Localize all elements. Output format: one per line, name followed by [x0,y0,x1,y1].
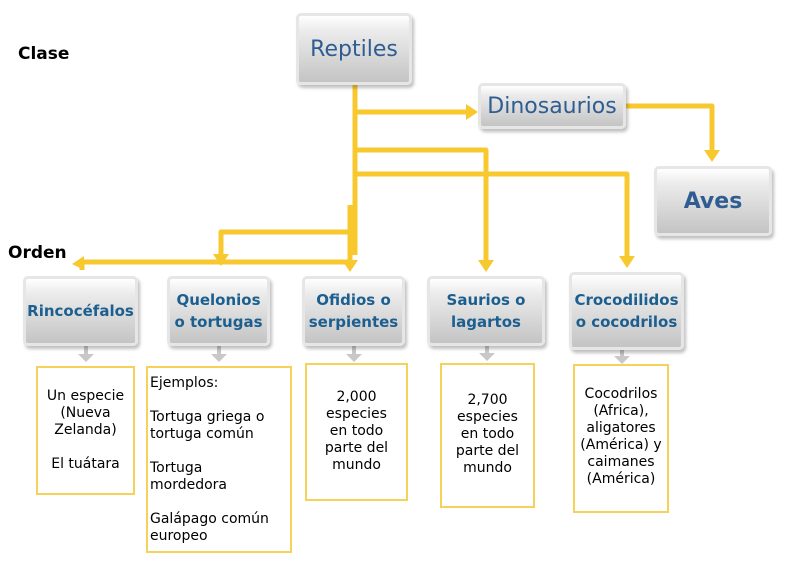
note-line: Cocodrilos [584,386,658,402]
node-dinosaurios: Dinosaurios [478,83,626,129]
node-aves: Aves [654,166,772,236]
note-line: Tortuga griega o [150,409,265,425]
node-saurios-line2: lagartos [451,313,521,331]
arrowhead-saurios [478,260,494,272]
node-aves-label: Aves [683,188,743,214]
note-line: 2,000 [336,389,377,405]
connector-saurios [355,147,489,262]
node-ofidios-line2: serpientes [308,313,399,331]
note-line: parte del [324,440,389,456]
note-line: (América) [586,471,656,487]
note-line: mundo [463,460,512,476]
node-quelonios-line1: Quelonios [176,291,261,309]
node-quelonios-line2: o tortugas [174,313,263,331]
node-ofidios-line1: Ofidios o [316,291,391,309]
note-line: mundo [332,457,381,473]
connector-rincocefalos [79,232,353,270]
note-ofidios: 2,000 especies en todo parte del mundo [305,363,408,501]
arrowhead-aves [704,150,720,162]
note-line [150,494,290,511]
note-line: Zelanda) [54,422,117,438]
note-line: parte del [455,443,520,459]
arrowhead-rincocefalos [72,256,84,270]
note-line: 2,700 [467,392,508,408]
note-line: especies [457,409,518,425]
note-line: aligatores [586,420,656,436]
node-saurios-line1: Saurios o [446,291,526,309]
order-level-label: Orden [8,243,67,263]
note-line: especies [326,406,387,422]
note-saurios: 2,700 especies en todo parte del mundo [440,363,535,508]
arrowhead-ofidios [342,260,358,272]
node-rincocefalos-label: Rincocéfalos [27,302,134,320]
node-saurios: Saurios o lagartos [427,276,545,346]
note-line: Un especie [46,388,125,404]
connector-aves [625,103,715,152]
node-cocodrilos-line2: o cocodrilos [575,313,678,331]
node-reptiles-label: Reptiles [310,36,398,62]
note-cocodrilos: Cocodrilos (Africa), aligatores (América… [573,364,669,513]
note-line: europeo [150,528,208,544]
arrowhead-quelonios [213,254,229,266]
arrowhead-dinosaurios [466,104,478,120]
connector-quelonios [218,205,353,258]
note-line [38,439,133,456]
note-line: en todo [460,426,515,442]
note-line: (América) y [580,437,662,453]
note-line: (Africa), [593,403,649,419]
node-cocodrilos-line1: Crocodilidos [574,291,679,309]
note-line [150,392,290,409]
note-line: Tortuga [150,460,203,476]
note-line: caimanes [587,454,655,470]
note-line [150,443,290,460]
class-level-label: Clase [18,44,70,64]
note-line: El tuátara [51,456,120,472]
note-rincocefalos: Un especie (Nueva Zelanda) El tuátara [36,366,135,495]
node-cocodrilos: Crocodilidos o cocodrilos [569,272,684,350]
node-reptiles: Reptiles [296,13,412,85]
note-line: Ejemplos: [150,375,219,391]
note-line: Galápago común [150,511,269,527]
note-line: (Nueva [60,405,111,421]
arrowhead-cocodrilos [619,256,635,268]
note-line: tortuga común [150,426,254,442]
node-ofidios: Ofidios o serpientes [302,276,405,346]
note-quelonios: Ejemplos: Tortuga griega o tortuga común… [146,366,292,553]
node-quelonios: Quelonios o tortugas [167,276,270,346]
note-line: en todo [329,423,384,439]
node-dinosaurios-label: Dinosaurios [487,93,617,119]
connector-cocodrilos [355,171,630,258]
note-line: mordedora [150,477,227,493]
node-rincocefalos: Rincocéfalos [23,276,138,346]
